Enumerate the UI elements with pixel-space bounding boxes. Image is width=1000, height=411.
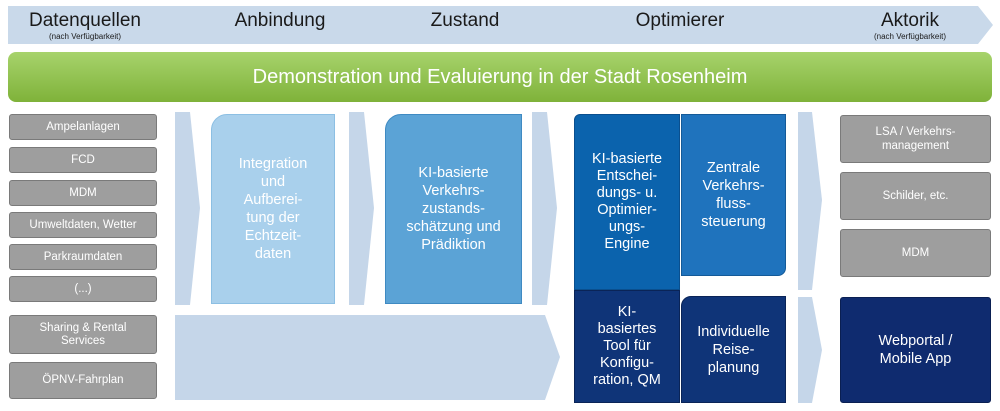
source-sharing-rental: Sharing & Rental Services <box>9 315 157 354</box>
block-decision-engine: KI-basierte Entschei- dungs- u. Optimier… <box>574 114 680 290</box>
block-central-control: Zentrale Verkehrs- fluss- steuerung <box>681 114 786 276</box>
phase-title: Datenquellen <box>29 10 141 31</box>
actuator-webportal: Webportal / Mobile App <box>840 297 991 403</box>
demonstration-banner: Demonstration und Evaluierung in der Sta… <box>8 52 992 102</box>
phase-subtitle: (nach Verfügbarkeit) <box>48 32 122 41</box>
flow-arrow-3 <box>532 112 557 305</box>
phase-title: Optimierer <box>635 10 725 31</box>
phase-aktorik: Aktorik (nach Verfügbarkeit) <box>845 10 975 41</box>
source-oepnv-fahrplan: ÖPNV-Fahrplan <box>9 362 157 399</box>
phase-zustand: Zustand <box>400 10 530 32</box>
phase-title: Anbindung <box>234 10 326 31</box>
flow-arrow-2 <box>349 112 374 305</box>
source-more: (...) <box>9 276 157 302</box>
flow-arrow-1 <box>175 112 200 305</box>
source-umweltdaten: Umweltdaten, Wetter <box>9 212 157 238</box>
actuator-arrow-upper <box>798 112 822 290</box>
block-state-estimation: KI-basierte Verkehrs- zustands- schätzun… <box>385 114 522 304</box>
lower-flow-arrow <box>175 315 560 400</box>
block-individual-planning: Individuelle Reise- planung <box>681 296 786 403</box>
source-mdm: MDM <box>9 180 157 206</box>
source-ampelanlagen: Ampelanlagen <box>9 114 157 140</box>
source-fcd: FCD <box>9 147 157 173</box>
source-parkraumdaten: Parkraumdaten <box>9 244 157 270</box>
block-config-tool: KI- basiertes Tool für Konfigu- ration, … <box>574 290 680 403</box>
actuator-mdm: MDM <box>840 229 991 277</box>
actuator-lsa: LSA / Verkehrs- management <box>840 115 991 163</box>
phase-title: Aktorik <box>880 10 940 31</box>
phase-anbindung: Anbindung <box>210 10 350 32</box>
phase-title: Zustand <box>430 10 500 31</box>
block-integration: Integration und Aufberei- tung der Echtz… <box>211 114 335 304</box>
phase-datenquellen: Datenquellen (nach Verfügbarkeit) <box>20 10 150 41</box>
actuator-schilder: Schilder, etc. <box>840 172 991 220</box>
phase-chevron-band <box>8 6 993 44</box>
phase-optimierer: Optimierer <box>610 10 750 32</box>
phase-subtitle: (nach Verfügbarkeit) <box>873 32 947 41</box>
actuator-arrow-lower <box>798 297 822 403</box>
